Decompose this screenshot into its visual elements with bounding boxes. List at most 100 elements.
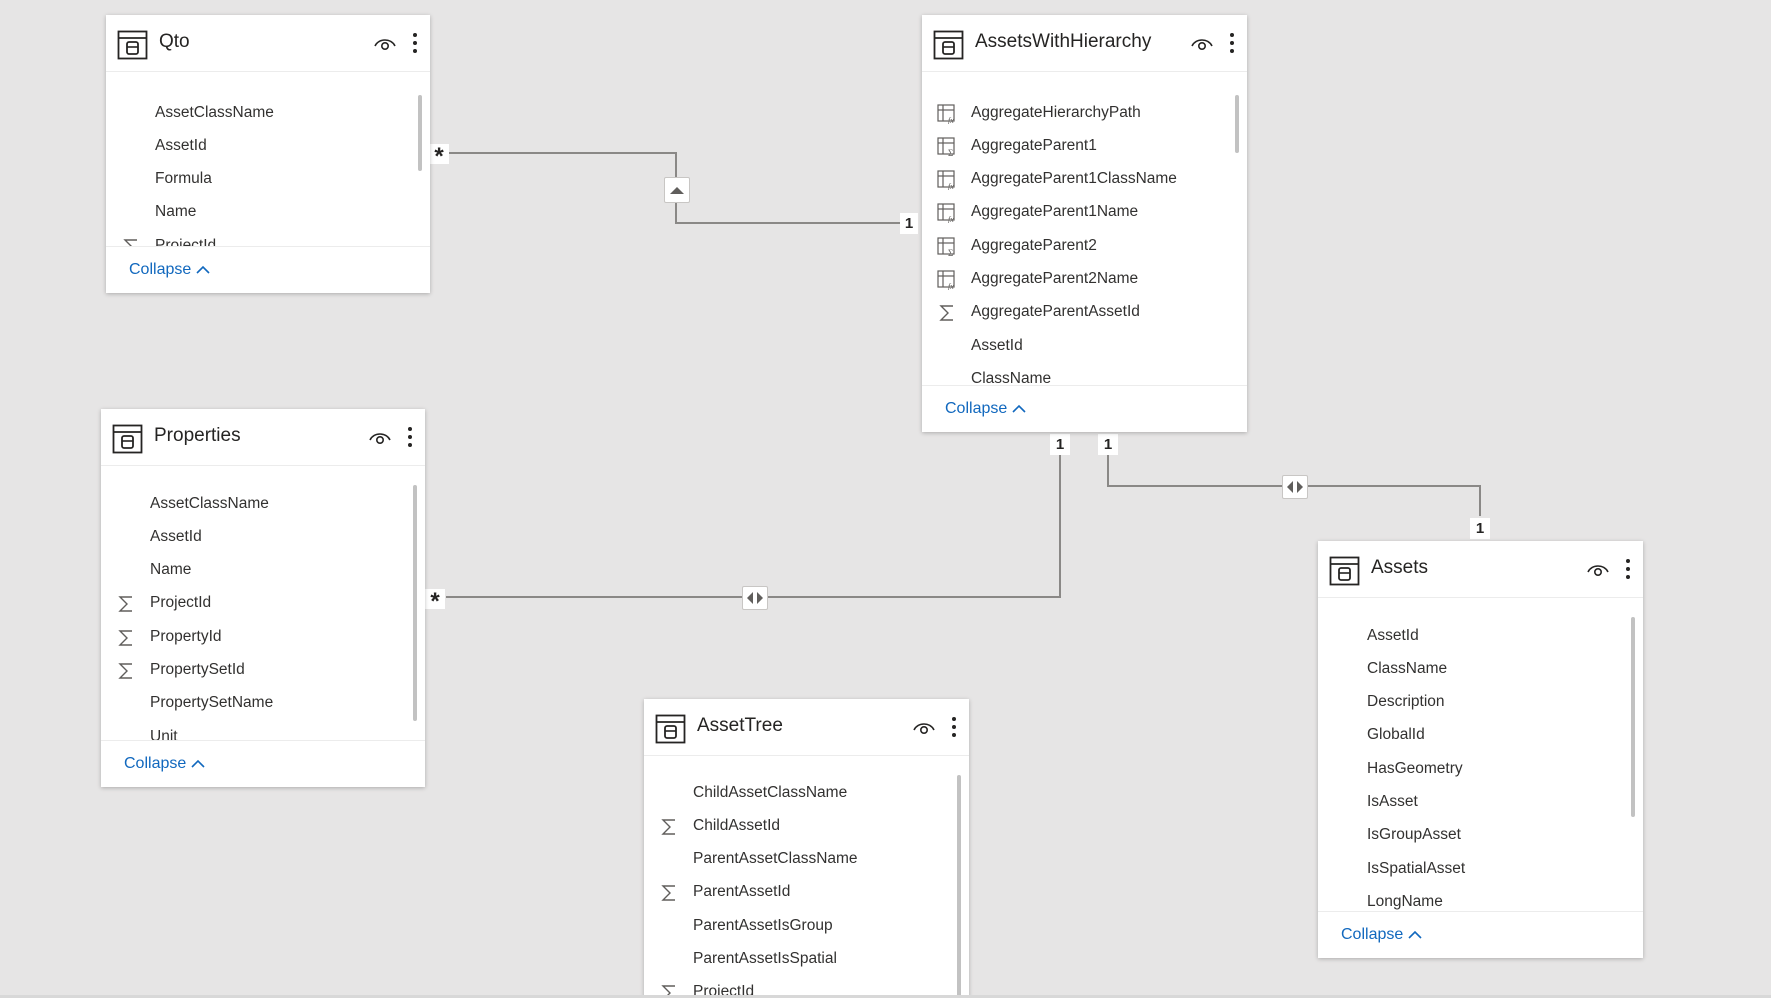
field-label: ParentAssetIsGroup — [693, 917, 833, 934]
cross-filter-bidirectional-properties[interactable] — [742, 586, 768, 610]
field-item[interactable]: fx AggregateHierarchyPath — [922, 97, 1227, 130]
field-item[interactable]: Name — [101, 554, 405, 587]
field-label: AssetId — [150, 528, 202, 545]
field-label: IsAsset — [1367, 793, 1418, 810]
field-item[interactable]: ParentAssetIsSpatial — [644, 943, 949, 976]
more-options-icon[interactable] — [949, 715, 959, 739]
table-card-assets[interactable]: Assets AssetId ClassName Description Glo… — [1318, 541, 1643, 958]
more-options-icon[interactable] — [1623, 557, 1633, 581]
table-card-footer: Collapse — [106, 246, 430, 293]
field-item[interactable]: fx AggregateParent1ClassName — [922, 163, 1227, 196]
table-title: Qto — [159, 31, 190, 52]
table-card-header[interactable]: AssetTree — [644, 699, 969, 756]
field-item[interactable]: GlobalId — [1318, 719, 1623, 752]
field-item[interactable]: AssetId — [101, 521, 405, 554]
relationship-line-hierarchy-properties — [446, 455, 1061, 598]
field-item[interactable]: PropertySetId — [101, 654, 405, 687]
field-item[interactable]: PropertySetName — [101, 687, 405, 720]
table-card-qto[interactable]: Qto AssetClassName AssetId Formula Name … — [106, 15, 430, 293]
collapse-button[interactable]: Collapse — [1341, 926, 1422, 944]
field-item[interactable]: ChildAssetId — [644, 810, 949, 843]
collapse-button[interactable]: Collapse — [129, 261, 210, 279]
field-item[interactable]: fx AggregateParent2Name — [922, 263, 1227, 296]
field-item[interactable]: ProjectId — [644, 976, 949, 998]
more-options-icon[interactable] — [405, 425, 415, 449]
table-card-header[interactable]: AssetsWithHierarchy — [922, 15, 1247, 72]
field-item[interactable]: ClassName — [922, 363, 1227, 386]
field-item[interactable]: fx AggregateParent1Name — [922, 196, 1227, 229]
field-item[interactable]: ParentAssetId — [644, 876, 949, 909]
field-item[interactable]: AssetId — [106, 130, 410, 163]
field-item[interactable]: ProjectId — [106, 230, 410, 247]
field-label: Name — [155, 203, 197, 220]
table-card-header[interactable]: Qto — [106, 15, 430, 72]
field-item[interactable]: LongName — [1318, 886, 1623, 912]
field-item[interactable]: Formula — [106, 163, 410, 196]
field-item[interactable]: Unit — [101, 721, 405, 741]
table-card-asset-tree[interactable]: AssetTree ChildAssetClassName ChildAsset… — [644, 699, 969, 998]
more-options-icon[interactable] — [410, 31, 420, 55]
field-item[interactable]: Σ AggregateParent1 — [922, 130, 1227, 163]
eye-icon[interactable] — [368, 429, 392, 447]
sigma-icon — [661, 985, 675, 998]
cross-filter-arrow-qto[interactable] — [664, 177, 690, 203]
scrollbar[interactable] — [1631, 617, 1635, 897]
bidirectional-arrow-icon — [747, 592, 763, 604]
calculated-column-icon: fx — [937, 270, 955, 290]
scrollbar[interactable] — [418, 95, 422, 235]
field-item[interactable]: AssetId — [922, 330, 1227, 363]
table-card-header[interactable]: Properties — [101, 409, 425, 466]
sigma-icon — [661, 819, 675, 835]
field-item[interactable]: Name — [106, 196, 410, 229]
eye-icon[interactable] — [1190, 35, 1214, 53]
field-label: ProjectId — [693, 983, 755, 998]
field-item[interactable]: ClassName — [1318, 653, 1623, 686]
eye-icon[interactable] — [912, 719, 936, 737]
table-card-footer: Collapse — [1318, 911, 1643, 958]
field-label: ProjectId — [150, 594, 212, 611]
field-label: AggregateHierarchyPath — [971, 104, 1141, 121]
field-item[interactable]: ProjectId — [101, 587, 405, 620]
field-item[interactable]: ParentAssetIsGroup — [644, 910, 949, 943]
more-options-icon[interactable] — [1227, 31, 1237, 55]
collapse-button[interactable]: Collapse — [124, 755, 205, 773]
field-item[interactable]: AggregateParentAssetId — [922, 296, 1227, 329]
svg-text:fx: fx — [948, 182, 954, 190]
table-title: AssetTree — [697, 715, 783, 736]
field-item[interactable]: HasGeometry — [1318, 753, 1623, 786]
scrollbar[interactable] — [413, 485, 417, 725]
bidirectional-arrow-icon — [1287, 481, 1303, 493]
field-list[interactable]: AssetClassName AssetId Formula Name Proj… — [106, 71, 430, 247]
field-label: ParentAssetIsSpatial — [693, 950, 837, 967]
field-item[interactable]: IsAsset — [1318, 786, 1623, 819]
field-list[interactable]: AssetId ClassName Description GlobalId H… — [1318, 597, 1643, 912]
field-item[interactable]: Description — [1318, 686, 1623, 719]
field-item[interactable]: AssetClassName — [101, 488, 405, 521]
field-list[interactable]: ChildAssetClassName ChildAssetId ParentA… — [644, 755, 969, 998]
field-item[interactable]: Σ AggregateParent2 — [922, 230, 1227, 263]
field-item[interactable]: AssetClassName — [106, 97, 410, 130]
field-item[interactable]: AssetId — [1318, 620, 1623, 653]
scrollbar[interactable] — [957, 775, 961, 998]
cross-filter-bidirectional-assets[interactable] — [1282, 475, 1308, 499]
field-item[interactable]: PropertyId — [101, 621, 405, 654]
eye-icon[interactable] — [373, 35, 397, 53]
field-label: AssetClassName — [150, 495, 269, 512]
table-card-properties[interactable]: Properties AssetClassName AssetId Name P… — [101, 409, 425, 787]
table-card-assets-with-hierarchy[interactable]: AssetsWithHierarchy fx AggregateHierarch… — [922, 15, 1247, 432]
table-card-header[interactable]: Assets — [1318, 541, 1643, 598]
table-icon — [112, 424, 143, 454]
collapse-button[interactable]: Collapse — [945, 400, 1026, 418]
field-label: AggregateParent2Name — [971, 270, 1139, 287]
field-item[interactable]: ParentAssetClassName — [644, 843, 949, 876]
svg-text:fx: fx — [948, 282, 954, 290]
sigma-icon — [118, 630, 132, 646]
field-list[interactable]: fx AggregateHierarchyPath Σ AggregatePar… — [922, 71, 1247, 386]
field-item[interactable]: IsGroupAsset — [1318, 819, 1623, 852]
field-list[interactable]: AssetClassName AssetId Name ProjectId Pr… — [101, 465, 425, 741]
field-item[interactable]: ChildAssetClassName — [644, 777, 949, 810]
field-item[interactable]: IsSpatialAsset — [1318, 853, 1623, 886]
scrollbar[interactable] — [1235, 95, 1239, 375]
eye-icon[interactable] — [1586, 561, 1610, 579]
